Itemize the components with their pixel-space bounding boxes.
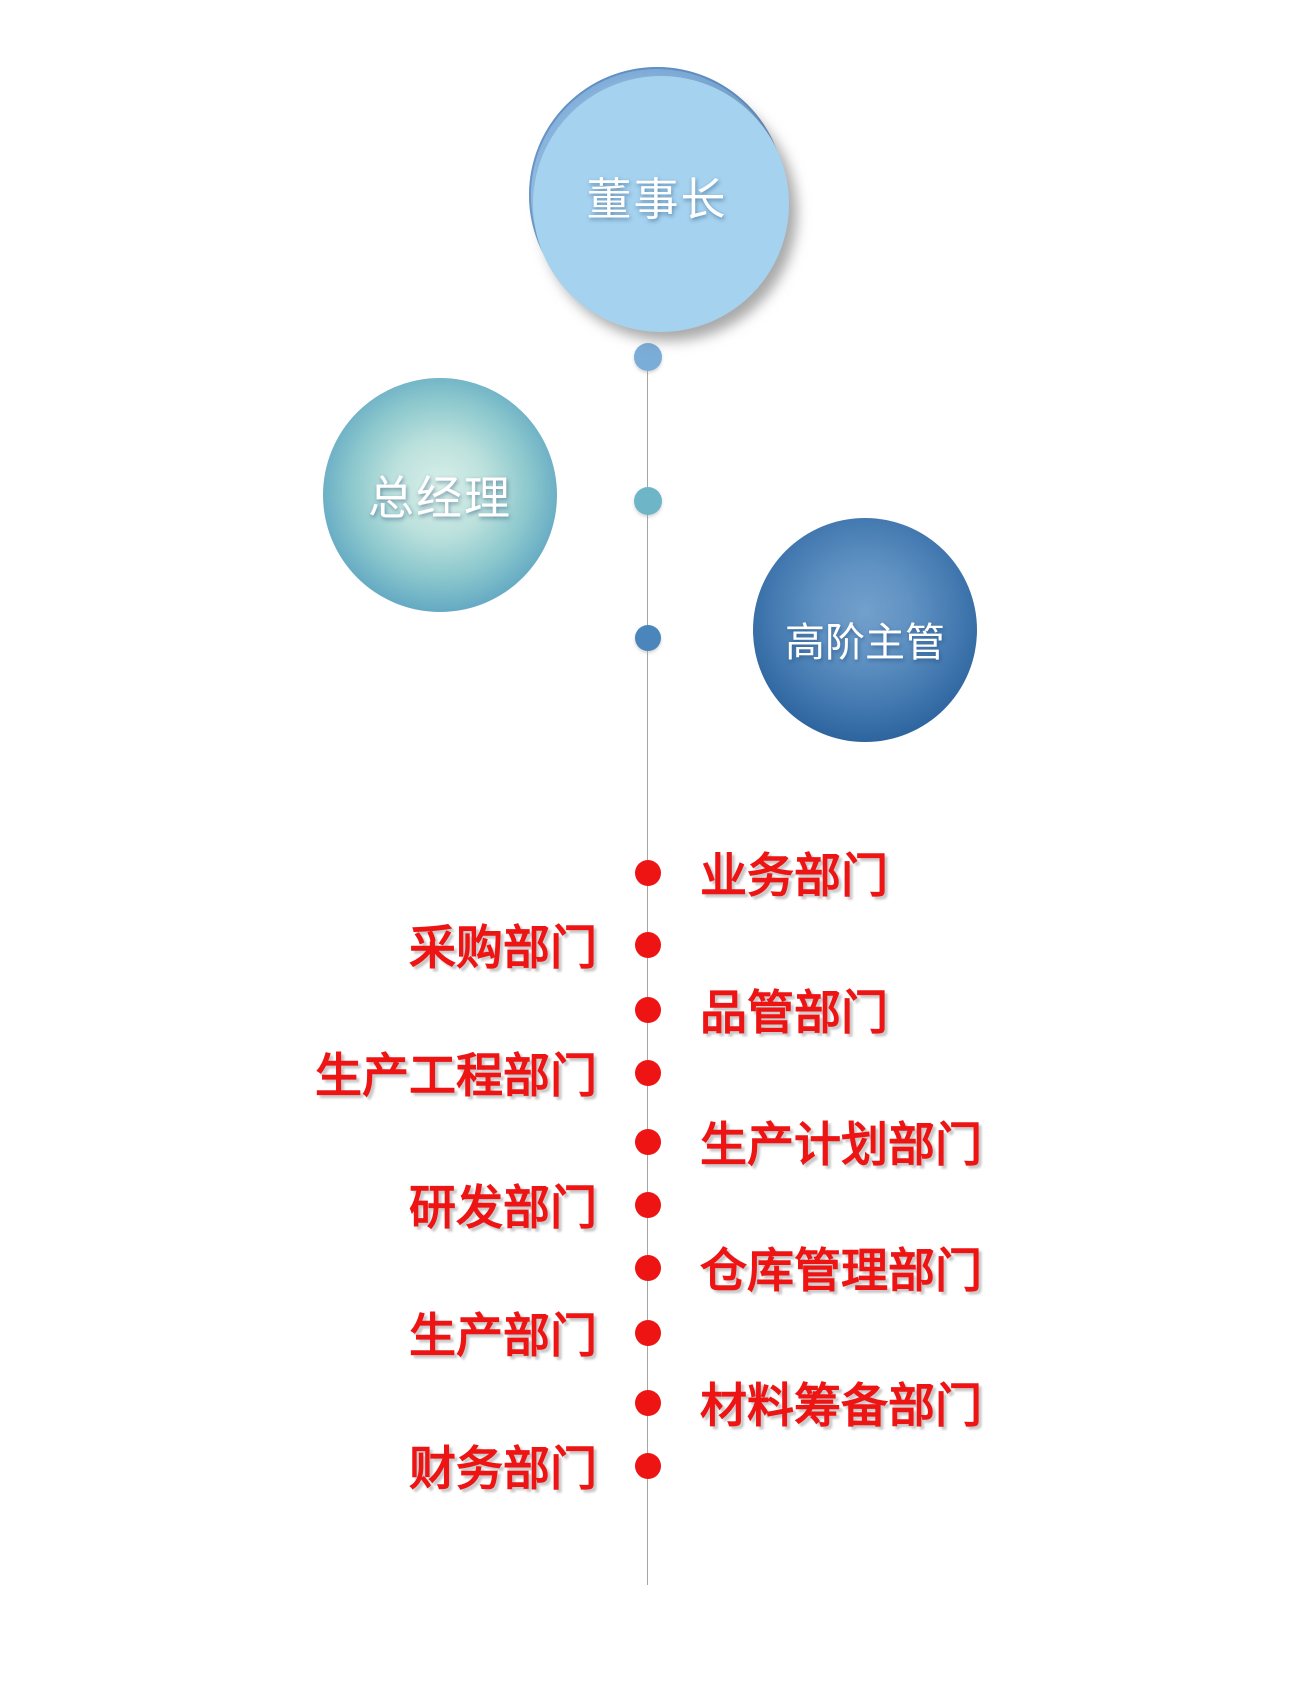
department-dot-6 bbox=[635, 1192, 661, 1218]
chairman-circle: 董事长 bbox=[529, 67, 785, 323]
department-dot-8 bbox=[635, 1320, 661, 1346]
department-dot-5 bbox=[635, 1129, 661, 1155]
connector-dot-1 bbox=[634, 343, 662, 371]
department-dot-3 bbox=[635, 997, 661, 1023]
department-dot-9 bbox=[635, 1390, 661, 1416]
department-label-production-engineering: 生产工程部门 bbox=[315, 1049, 597, 1103]
general-manager-circle: 总经理 bbox=[323, 378, 557, 612]
department-dot-2 bbox=[635, 932, 661, 958]
department-dot-1 bbox=[635, 860, 661, 886]
department-label-business: 业务部门 bbox=[700, 849, 888, 903]
connector-dot-3 bbox=[635, 625, 661, 651]
department-dot-4 bbox=[635, 1060, 661, 1086]
senior-executive-label: 高阶主管 bbox=[785, 621, 945, 665]
department-dot-7 bbox=[635, 1255, 661, 1281]
chairman-label: 董事长 bbox=[586, 173, 728, 225]
timeline-line bbox=[647, 357, 648, 1585]
department-label-rnd: 研发部门 bbox=[409, 1181, 597, 1235]
department-label-finance: 财务部门 bbox=[409, 1442, 597, 1496]
department-label-procurement: 采购部门 bbox=[409, 921, 597, 975]
department-dot-10 bbox=[635, 1453, 661, 1479]
senior-executive-circle: 高阶主管 bbox=[753, 518, 977, 742]
department-label-production-planning: 生产计划部门 bbox=[700, 1118, 982, 1172]
department-label-production: 生产部门 bbox=[409, 1309, 597, 1363]
connector-dot-2 bbox=[634, 487, 662, 515]
department-label-warehouse-management: 仓库管理部门 bbox=[700, 1244, 982, 1298]
general-manager-label: 总经理 bbox=[368, 472, 512, 524]
department-label-material-preparation: 材料筹备部门 bbox=[700, 1379, 982, 1433]
department-label-quality-control: 品管部门 bbox=[700, 986, 888, 1040]
